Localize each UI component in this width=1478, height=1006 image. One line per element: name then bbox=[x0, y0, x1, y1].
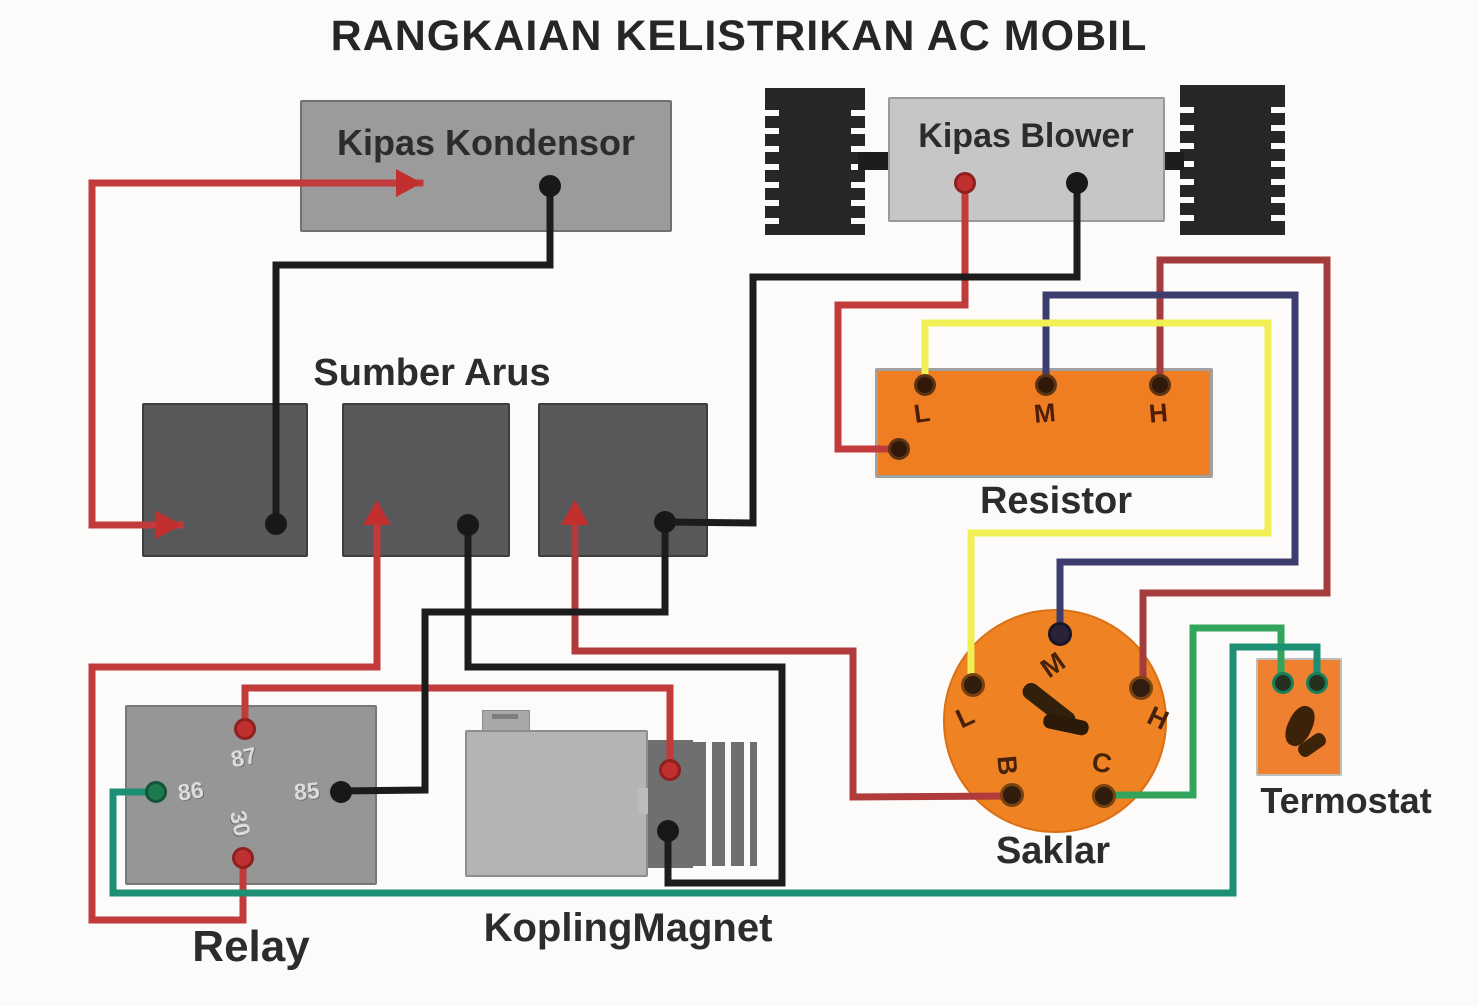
resistor-terminal-H bbox=[1149, 374, 1171, 396]
relay-terminal-87-label: 87 bbox=[228, 741, 259, 773]
kopling-magnet-label: KoplingMagnet bbox=[483, 906, 773, 950]
battery3-terminal-negative bbox=[654, 511, 676, 533]
relay-terminal-30 bbox=[232, 847, 254, 869]
blower-stub-left bbox=[858, 152, 892, 170]
kopling-magnet-box bbox=[465, 730, 648, 877]
termostat-terminal-left bbox=[1272, 672, 1294, 694]
saklar-terminal-H bbox=[1129, 676, 1153, 700]
kopling-terminal-positive bbox=[659, 759, 681, 781]
saklar-label: Saklar bbox=[995, 830, 1111, 872]
relay-terminal-85-label: 85 bbox=[292, 776, 321, 806]
kipas-kondensor-label: Kipas Kondensor bbox=[336, 122, 636, 163]
saklar-terminal-M bbox=[1048, 622, 1072, 646]
kopling-tab-mark bbox=[492, 714, 518, 719]
blower-stub-right bbox=[1160, 152, 1184, 170]
kopling-terminal-negative bbox=[657, 820, 679, 842]
resistor-terminal-M-label: M bbox=[1032, 397, 1057, 429]
resistor-terminal-H-label: H bbox=[1147, 397, 1170, 429]
kipas-blower-box bbox=[888, 97, 1165, 222]
saklar-terminal-B-label: B bbox=[991, 754, 1024, 777]
relay-terminal-87 bbox=[234, 718, 256, 740]
termostat-terminal-right bbox=[1306, 672, 1328, 694]
diagram-title: RANGKAIAN KELISTRIKAN AC MOBIL bbox=[330, 12, 1148, 60]
battery1-terminal-negative bbox=[265, 513, 287, 535]
kondensor-terminal-positive bbox=[396, 169, 422, 197]
relay-terminal-30-label: 30 bbox=[224, 808, 256, 839]
resistor-terminal-M bbox=[1035, 374, 1057, 396]
battery3-terminal-positive bbox=[561, 500, 589, 525]
resistor-terminal-L bbox=[914, 374, 936, 396]
resistor-label: Resistor bbox=[979, 480, 1133, 522]
sumber-arus-box-2 bbox=[342, 403, 510, 557]
relay-terminal-86 bbox=[145, 781, 167, 803]
relay-terminal-86-label: 86 bbox=[176, 776, 206, 806]
kipas-kondensor-box bbox=[300, 100, 672, 232]
kipas-blower-label: Kipas Blower bbox=[918, 117, 1134, 155]
blower-terminal-positive bbox=[954, 172, 976, 194]
battery1-terminal-positive bbox=[156, 511, 182, 539]
relay-terminal-85 bbox=[330, 781, 352, 803]
blower-terminal-negative bbox=[1066, 172, 1088, 194]
saklar-terminal-B bbox=[1000, 783, 1024, 807]
kopling-fins bbox=[693, 742, 757, 866]
kondensor-terminal-negative bbox=[539, 175, 561, 197]
blower-heatsink-left bbox=[765, 88, 865, 235]
battery2-terminal-negative bbox=[457, 514, 479, 536]
blower-heatsink-right bbox=[1180, 85, 1285, 235]
saklar-terminal-L bbox=[961, 673, 985, 697]
termostat-label: Termostat bbox=[1260, 780, 1432, 821]
saklar-terminal-C bbox=[1092, 784, 1116, 808]
relay-label: Relay bbox=[192, 922, 310, 971]
battery2-terminal-positive bbox=[363, 500, 391, 525]
sumber-arus-label: Sumber Arus bbox=[313, 352, 551, 394]
resistor-terminal-common bbox=[888, 438, 910, 460]
sumber-arus-box-3 bbox=[538, 403, 708, 557]
